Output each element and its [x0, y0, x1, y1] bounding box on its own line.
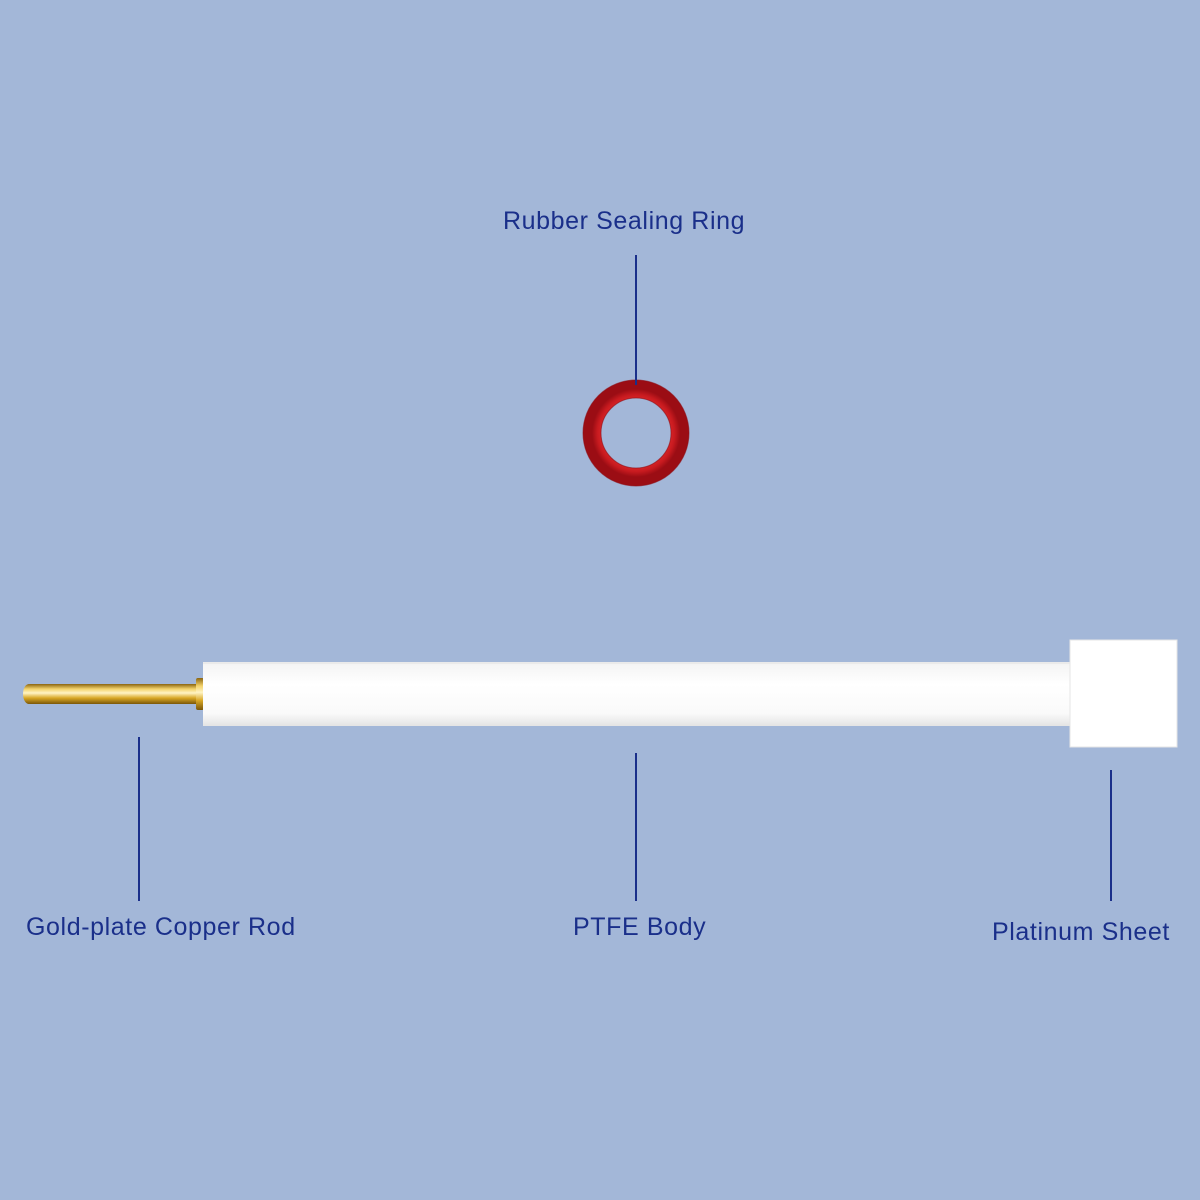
sheet-label: Platinum Sheet — [992, 918, 1170, 946]
platinum-sheet — [1069, 639, 1178, 748]
ptfe-body — [203, 662, 1073, 726]
ring-label: Rubber Sealing Ring — [503, 207, 746, 235]
rod-leader-line — [138, 737, 140, 901]
rubber-sealing-ring — [582, 379, 690, 487]
body-label: PTFE Body — [573, 913, 707, 941]
body-leader-line — [635, 753, 637, 901]
rod-label: Gold-plate Copper Rod — [26, 913, 296, 941]
gold-plate-copper-rod — [23, 678, 204, 710]
ring-leader-line — [635, 255, 637, 385]
sheet-leader-line — [1110, 770, 1112, 901]
